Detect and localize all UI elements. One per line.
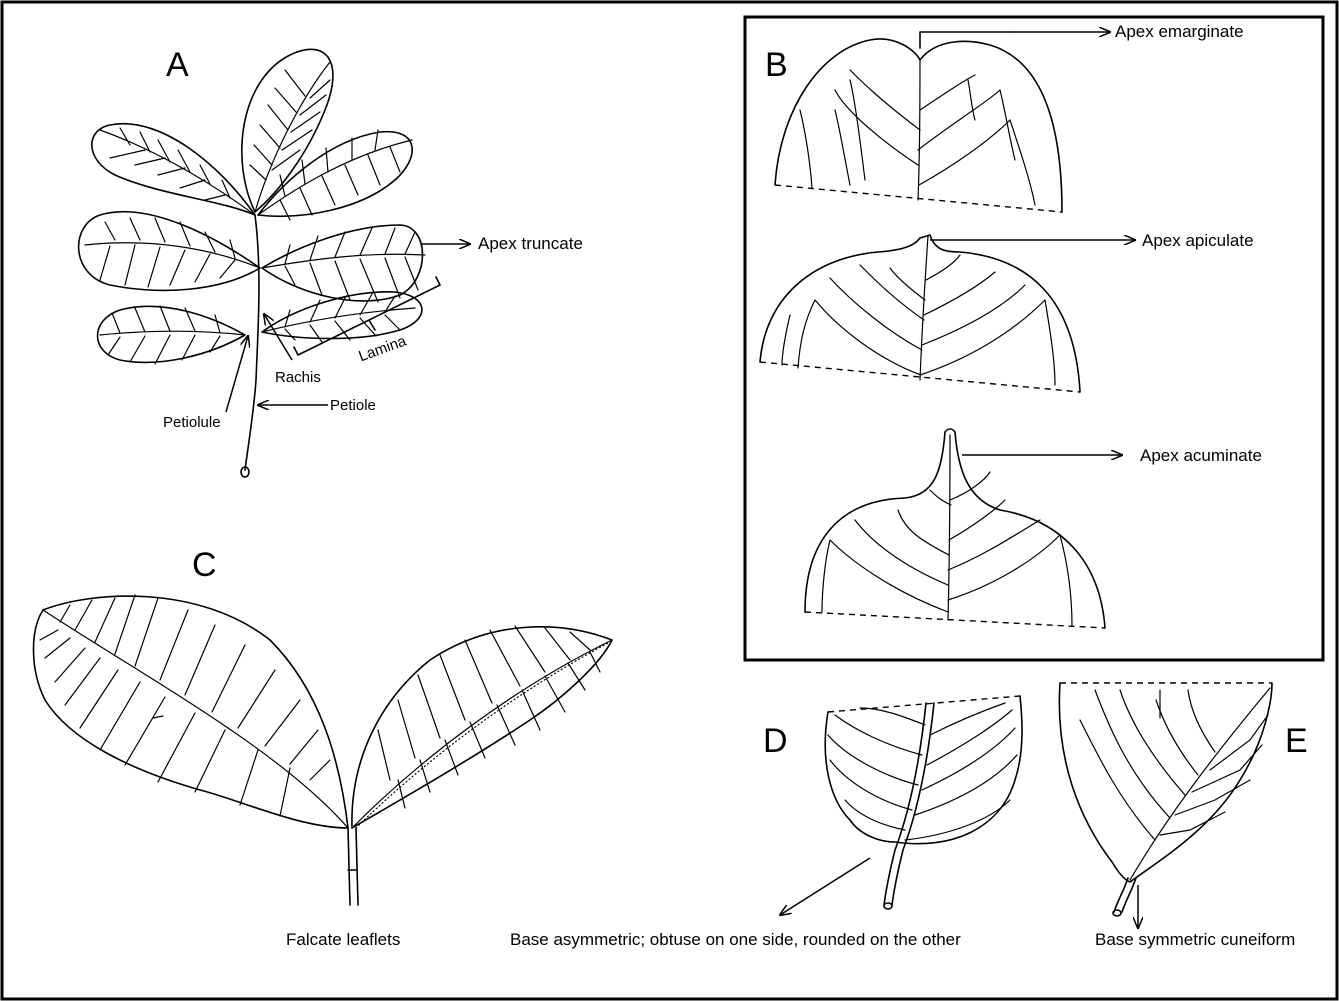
base-symmetric-caption: Base symmetric cuneiform [1095, 930, 1295, 949]
apex-acuminate-label: Apex acuminate [1140, 446, 1262, 465]
apex-truncate-label: Apex truncate [478, 234, 583, 253]
petiolule-label: Petiolule [163, 414, 221, 431]
panel-c-letter: C [192, 546, 217, 584]
panel-d-letter: D [763, 722, 788, 760]
apex-apiculate-label: Apex apiculate [1142, 231, 1254, 250]
apex-emarginate-label: Apex emarginate [1115, 22, 1244, 41]
panel-e-letter: E [1285, 722, 1308, 760]
rachis-label: Rachis [275, 369, 321, 386]
panel-a-letter: A [166, 46, 189, 84]
falcate-leaflets-caption: Falcate leaflets [286, 930, 400, 949]
panel-b-letter: B [765, 46, 788, 84]
base-asymmetric-caption: Base asymmetric; obtuse on one side, rou… [510, 930, 961, 949]
petiole-label: Petiole [330, 397, 376, 414]
